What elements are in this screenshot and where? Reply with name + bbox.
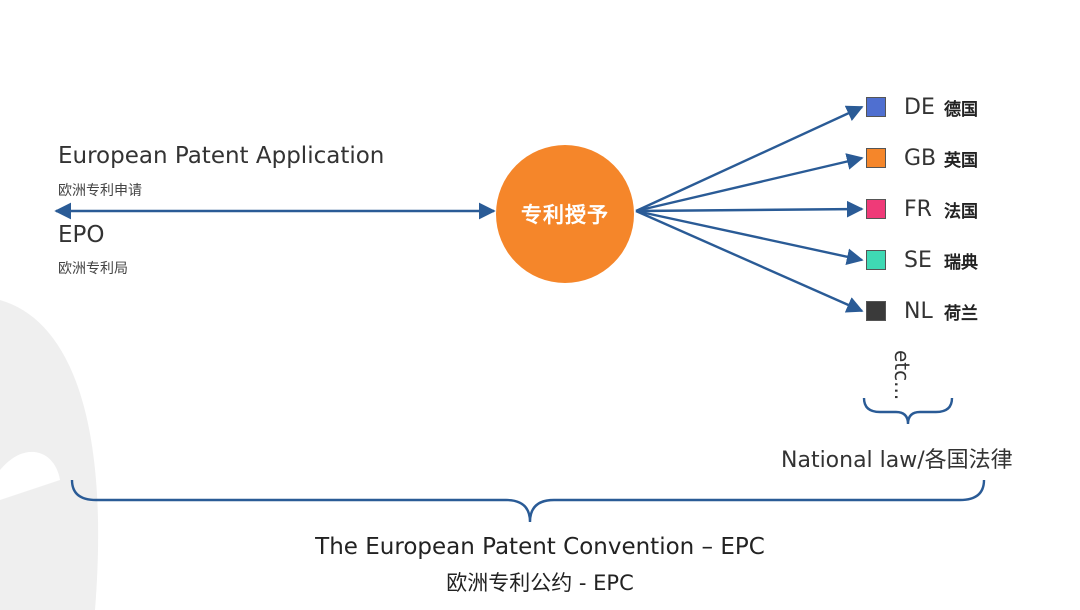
- country-se: SE 瑞典: [866, 247, 978, 273]
- office-subtitle: 欧洲专利局: [58, 261, 128, 277]
- country-nl-name: 荷兰: [944, 303, 978, 324]
- country-fr-name: 法国: [944, 201, 978, 222]
- arrow-to-de: [635, 105, 864, 213]
- country-fr-swatch: [866, 199, 886, 219]
- patent-grant-label: 专利授予: [521, 203, 609, 227]
- country-de-swatch: [866, 97, 886, 117]
- arrow-to-se: [635, 209, 864, 266]
- epc-brace: [70, 479, 986, 523]
- country-fr: FR 法国: [866, 196, 978, 222]
- country-se-code: SE: [904, 247, 932, 273]
- application-subtitle: 欧洲专利申请: [58, 183, 142, 199]
- country-de-code: DE: [904, 94, 935, 120]
- etc-label: etc...: [890, 350, 914, 401]
- country-se-swatch: [866, 250, 886, 270]
- country-nl-code: NL: [904, 298, 933, 324]
- country-gb: GB 英国: [866, 145, 978, 171]
- country-gb-swatch: [866, 148, 886, 168]
- patent-grant-circle: 专利授予: [496, 145, 634, 283]
- arrow-to-fr: [635, 200, 864, 218]
- country-de: DE 德国: [866, 94, 978, 120]
- application-title: European Patent Application: [58, 143, 385, 169]
- national-law-label: National law/各国法律: [781, 448, 1013, 473]
- country-de-name: 德国: [944, 99, 978, 120]
- country-gb-code: GB: [904, 145, 937, 171]
- office-title: EPO: [58, 222, 105, 248]
- arrow-to-gb: [635, 153, 864, 213]
- country-gb-name: 英国: [944, 150, 978, 171]
- convention-title: The European Patent Convention – EPC: [315, 534, 765, 560]
- country-fr-code: FR: [904, 196, 932, 222]
- arrow-to-nl: [635, 209, 864, 313]
- country-se-name: 瑞典: [944, 252, 978, 273]
- country-nl: NL 荷兰: [866, 298, 978, 324]
- national-brace: [862, 397, 954, 425]
- country-nl-swatch: [866, 301, 886, 321]
- convention-subtitle: 欧洲专利公约 - EPC: [446, 571, 634, 595]
